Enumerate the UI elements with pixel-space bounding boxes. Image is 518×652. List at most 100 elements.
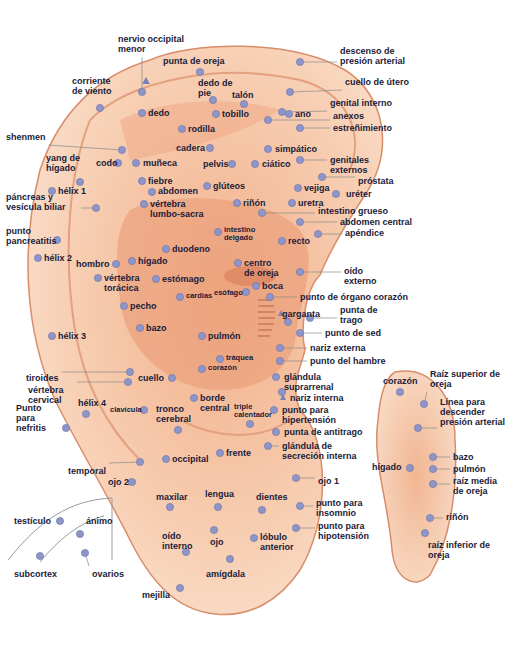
acupoint-dot [314, 230, 321, 237]
part-label: hélix 3 [58, 331, 86, 341]
acupoint-dot [234, 259, 241, 266]
part-label: fiebre [148, 176, 173, 186]
acupoint-dot [272, 373, 279, 380]
acupoint-dot [429, 465, 436, 472]
acupoint-dot [168, 374, 175, 381]
acupoint-dot [278, 237, 285, 244]
leader-line [62, 372, 130, 373]
triangle-marks [142, 77, 286, 400]
acupoint-dot [62, 424, 69, 431]
part-label: estómago [162, 274, 205, 284]
acupoint-dot [138, 88, 145, 95]
part-label: punto de sed [325, 328, 381, 338]
acupoint-dot [258, 506, 265, 513]
part-label: ano [295, 109, 311, 119]
acupoint-dot [82, 410, 89, 417]
part-label: codo [96, 158, 118, 168]
tragus-ridges [258, 300, 275, 336]
part-label: abdomen [158, 186, 198, 196]
part-label: dientes [256, 492, 288, 502]
acupoint-dot [296, 58, 303, 65]
part-label: esófago [214, 289, 243, 297]
acupoint-dot [136, 324, 143, 331]
acupoint-dot [128, 257, 135, 264]
part-label: pelvis [203, 159, 229, 169]
part-label: hígado [138, 256, 168, 266]
acupoint-dot [212, 110, 219, 117]
acupoint-dot [214, 503, 221, 510]
part-label: punto pancreatitis [6, 226, 52, 246]
acupoint-dot [176, 293, 183, 300]
part-label: ánimo [86, 516, 113, 526]
acupoint-dot [285, 110, 292, 117]
part-label: talón [232, 90, 254, 100]
part-label: raíz inferior de oreja [428, 540, 492, 560]
part-label: boca [262, 281, 283, 291]
acupoint-dot [198, 332, 205, 339]
leader-line [322, 177, 355, 178]
part-label: vértebra cervical [28, 385, 74, 405]
part-label: apéndice [345, 228, 384, 238]
part-label: triple calentador [234, 403, 270, 420]
acupoint-dot [276, 344, 283, 351]
part-label: ojo [210, 537, 224, 547]
leader-line [268, 120, 330, 121]
inset-lobe-lines [8, 498, 112, 562]
leader-line [142, 57, 143, 92]
acupoint-dot [296, 156, 303, 163]
acupoint-dot [48, 332, 55, 339]
part-label: glándula de secreción interna [282, 441, 372, 461]
part-label: lengua [205, 489, 234, 499]
part-label: ciático [262, 159, 291, 169]
part-label: shenmen [6, 132, 46, 142]
part-label: vértebra lumbo-sacra [150, 199, 210, 219]
part-label: punta de oreja [163, 56, 225, 66]
acupoint-dot [118, 146, 125, 153]
part-label: mejilla [142, 590, 170, 600]
acupoint-dot [120, 302, 127, 309]
part-label: glúteos [213, 181, 245, 191]
acupoint-dot [152, 275, 159, 282]
part-label: vértebra torácica [104, 273, 150, 293]
part-label: punto del hambre [310, 356, 386, 366]
part-label: pulmón [453, 464, 486, 474]
acupoint-dot [190, 394, 197, 401]
acupoint-dot [286, 88, 293, 95]
acupoint-dot [264, 442, 271, 449]
acupoint-dot [251, 160, 258, 167]
helix-inner-line [90, 73, 355, 170]
leader-line [280, 348, 307, 349]
acupoint-dot [292, 474, 299, 481]
part-label: dedo [148, 108, 170, 118]
part-label: yang de hígado [46, 153, 92, 173]
part-label: pulmón [208, 331, 241, 341]
part-label: temporal [68, 466, 106, 476]
part-label: subcortex [14, 569, 57, 579]
acupoint-dot [136, 458, 143, 465]
part-label: punto de órgano corazón [300, 292, 408, 302]
acupoint-dot [162, 245, 169, 252]
acupoint-dot [53, 236, 60, 243]
part-label: oído externo [344, 266, 386, 286]
acupoint-dot [176, 584, 183, 591]
acupoint-dot [81, 549, 88, 556]
part-label: riñón [446, 512, 469, 522]
part-label: pecho [130, 301, 157, 311]
leader-line [270, 297, 297, 298]
part-label: corazón [383, 376, 418, 386]
part-label: raíz media de oreja [453, 476, 505, 496]
acupoint-dot [406, 464, 413, 471]
part-label: páncreas y vesícula biliar [6, 192, 78, 212]
acupoint-dot [396, 388, 403, 395]
acupoint-dot [214, 228, 221, 235]
acupoint-dot [36, 552, 43, 559]
part-label: tráquea [226, 354, 253, 362]
acupoint-dot [242, 288, 249, 295]
acupoint-dot [112, 260, 119, 267]
part-label: amígdala [206, 569, 245, 579]
part-label: clavícula [110, 406, 142, 414]
leader-line [300, 128, 330, 129]
part-label: tobillo [222, 109, 249, 119]
acupoint-dot [246, 420, 253, 427]
acupoint-dot [240, 100, 247, 107]
